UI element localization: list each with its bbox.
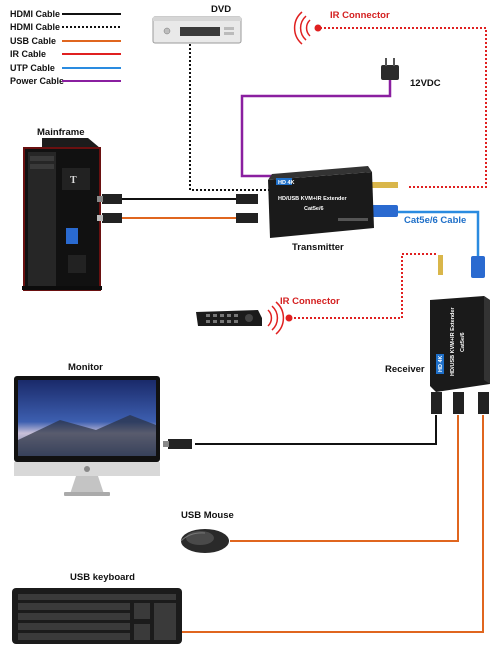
- legend-label: Power Cable: [10, 76, 64, 86]
- pc-front-panel: [66, 228, 78, 244]
- cat-cable-label: Cat5e/6 Cable: [404, 215, 466, 226]
- legend-label: USB Cable: [10, 36, 56, 46]
- ir-connector-mid-label: IR Connector: [280, 296, 340, 307]
- dvd-label: DVD: [211, 4, 231, 15]
- receiver-subtitle: Cat5e/6: [460, 332, 466, 352]
- ir-connector-top-label: IR Connector: [330, 10, 390, 21]
- legend-item-utp: UTP Cable: [10, 63, 121, 73]
- legend-label: UTP Cable: [10, 63, 55, 73]
- monitor-label: Monitor: [68, 362, 103, 373]
- utp-cable: [398, 210, 480, 256]
- usb-keyboard-label: USB keyboard: [70, 572, 135, 583]
- legend-item-usb: USB Cable: [10, 36, 121, 46]
- receiver-rj45-plug: [471, 256, 485, 278]
- mainframe-hdmi-plug: [97, 194, 122, 204]
- pc-logo: [62, 168, 90, 190]
- svg-text:T: T: [70, 175, 77, 186]
- legend: HDMI Cable HDMI Cable USB Cable IR Cable…: [10, 9, 121, 86]
- transmitter-title: HD/USB KVM+IR Extender: [278, 196, 347, 202]
- receiver-label: Receiver: [385, 364, 425, 375]
- usb-keyboard-icon: [12, 588, 182, 644]
- mouse-usb-cable: [230, 415, 459, 542]
- mainframe-label: Mainframe: [37, 127, 85, 138]
- receiver-badge-text: HD 4K: [438, 355, 444, 372]
- apple-logo-icon: [84, 466, 90, 472]
- usb-mouse-icon: [180, 529, 229, 553]
- transmitter-subtitle: Cat5e/6: [304, 206, 324, 212]
- receiver-hdmi-plug: [431, 392, 442, 414]
- receiver-ir-jack: [438, 255, 443, 275]
- legend-item-ir: IR Cable: [10, 49, 121, 59]
- ir-wave-icon: [305, 19, 311, 37]
- transmitter-badge: [276, 178, 292, 185]
- receiver-plugs: [431, 255, 489, 414]
- mainframe-pc: T: [22, 138, 102, 291]
- legend-item-power: Power Cable: [10, 76, 121, 86]
- transmitter-box: HD 4K HD/USB KVM+IR Extender Cat5e/6: [268, 166, 374, 238]
- mainframe-usb-plug: [97, 213, 122, 223]
- power-cable: [240, 80, 392, 178]
- receiver-title: HD/USB KVM+IR Extender: [450, 307, 456, 376]
- legend-item-hdmi-solid: HDMI Cable: [10, 9, 121, 19]
- legend-label: HDMI Cable: [10, 9, 60, 19]
- monitor-hdmi-plug: [163, 439, 192, 449]
- legend-label: IR Cable: [10, 49, 46, 59]
- transmitter-hdmi-plug: [236, 194, 258, 204]
- ir-wave-icon: [267, 309, 273, 327]
- receiver-usb-plug-mouse: [453, 392, 464, 414]
- receiver-usb-plug-keyboard: [478, 392, 489, 414]
- power-label: 12VDC: [410, 78, 441, 89]
- transmitter-plugs: [236, 182, 398, 223]
- dvd-player: [152, 16, 242, 44]
- transmitter-badge-text: HD 4K: [278, 180, 295, 186]
- ir-cable-top: [320, 27, 487, 188]
- cables: [122, 27, 487, 633]
- monitor: [14, 376, 160, 496]
- ir-cable-mid: [290, 253, 438, 319]
- keyboard-keys: [18, 594, 176, 640]
- dvd-display: [180, 27, 220, 36]
- ir-connector-top: [293, 11, 322, 45]
- receiver-badge: [436, 354, 444, 374]
- receiver-box: HD 4K HD/USB KVM+IR Extender Cat5e/6: [430, 296, 490, 392]
- dvd-hdmi-cable: [189, 44, 278, 191]
- transmitter-label: Transmitter: [292, 242, 344, 253]
- usb-mouse-label: USB Mouse: [181, 510, 234, 521]
- keyboard-usb-cable: [182, 415, 484, 633]
- monitor-hdmi-cable: [195, 415, 437, 445]
- transmitter-rj45-plug: [366, 205, 398, 217]
- transmitter-usb-plug: [236, 213, 258, 223]
- legend-item-hdmi-dotted: HDMI Cable: [10, 22, 121, 32]
- power-adapter-icon: [381, 58, 399, 80]
- transmitter-ir-jack: [370, 182, 398, 188]
- legend-label: HDMI Cable: [10, 22, 60, 32]
- remote-control-icon: [196, 310, 262, 326]
- ir-connector-mid: [267, 301, 293, 335]
